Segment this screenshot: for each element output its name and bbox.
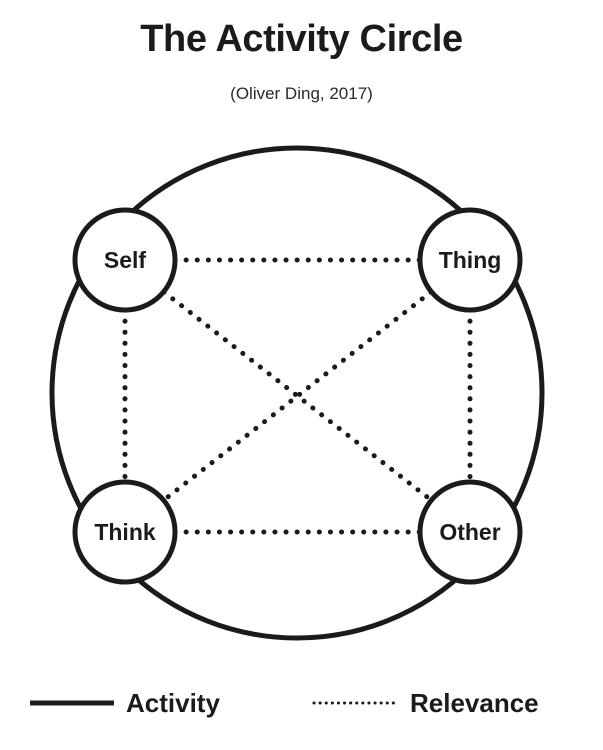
page-subtitle: (Oliver Ding, 2017)	[230, 84, 373, 103]
relevance-link-thing-think	[161, 289, 434, 503]
outer-activity-circle	[49, 145, 545, 641]
legend-activity-label: Activity	[126, 688, 220, 718]
node-think-label: Think	[94, 519, 156, 545]
node-think[interactable]: Think	[72, 479, 178, 585]
legend-item-relevance: Relevance	[312, 688, 539, 718]
relevance-link-self-other	[161, 289, 434, 503]
node-think-circle	[72, 479, 178, 585]
node-other-circle	[417, 479, 523, 585]
node-thing-circle	[417, 207, 523, 313]
node-self[interactable]: Self	[72, 207, 178, 313]
legend: Activity Relevance	[30, 688, 539, 718]
page-title: The Activity Circle	[140, 18, 463, 60]
node-other-label: Other	[439, 519, 500, 545]
node-self-label: Self	[104, 247, 147, 273]
node-other[interactable]: Other	[417, 479, 523, 585]
node-thing-label: Thing	[439, 247, 502, 273]
legend-relevance-label: Relevance	[410, 688, 539, 718]
node-thing[interactable]: Thing	[417, 207, 523, 313]
legend-item-activity: Activity	[30, 688, 220, 718]
relevance-links	[122, 257, 473, 535]
node-self-circle	[72, 207, 178, 313]
